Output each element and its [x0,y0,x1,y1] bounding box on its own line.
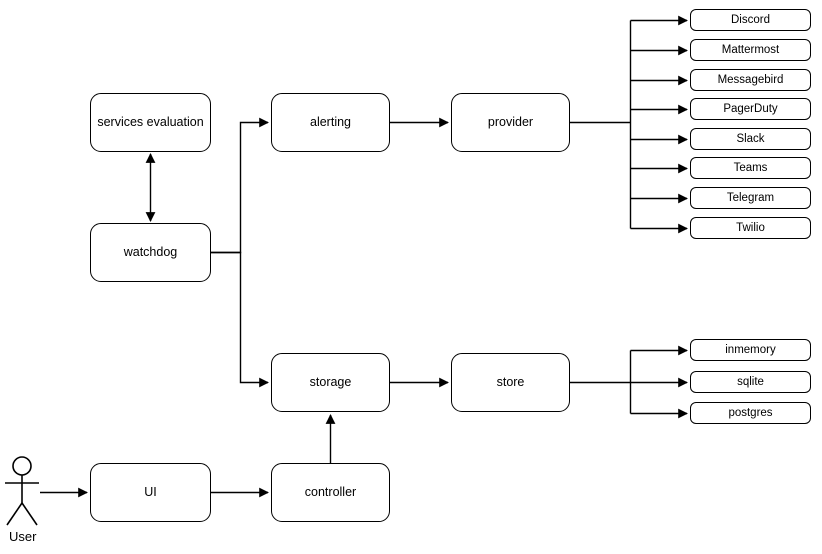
node-messagebird[interactable]: Messagebird [690,69,811,91]
node-label: controller [304,484,357,499]
node-label: PagerDuty [723,102,778,115]
node-store[interactable]: store [451,353,570,412]
node-telegram[interactable]: Telegram [690,187,811,209]
node-postgres[interactable]: postgres [690,402,811,424]
node-label: watchdog [123,244,178,259]
node-alerting[interactable]: alerting [271,93,390,152]
node-controller[interactable]: controller [271,463,390,522]
user-actor-label: User [9,529,37,544]
node-label: Slack [736,132,765,145]
node-label: Teams [733,161,768,174]
node-inmemory[interactable]: inmemory [690,339,811,361]
node-label: alerting [310,114,351,129]
edge-provider-trunk [570,20,632,229]
edge-watchdog-alerting [211,117,269,254]
node-label: Telegram [726,191,775,204]
node-label: services evaluation [97,114,204,129]
node-label: postgres [728,406,773,419]
node-mattermost[interactable]: Mattermost [690,39,811,61]
node-label: Mattermost [721,43,780,56]
edge-store-trunk [570,350,632,414]
node-storage[interactable]: storage [271,353,390,412]
node-label: store [496,374,525,389]
node-ui[interactable]: UI [90,463,211,522]
node-label: inmemory [725,343,776,356]
edge-watchdog-storage [211,251,269,388]
node-label: sqlite [737,375,764,388]
node-label: UI [144,484,157,499]
node-teams[interactable]: Teams [690,157,811,179]
node-watchdog[interactable]: watchdog [90,223,211,282]
node-label: Discord [731,13,770,26]
node-services-evaluation[interactable]: services evaluation [90,93,211,152]
node-twilio[interactable]: Twilio [690,217,811,239]
user-actor-icon [5,456,39,526]
node-label: Messagebird [717,73,784,86]
node-pagerduty[interactable]: PagerDuty [690,98,811,120]
node-label: storage [309,374,352,389]
node-discord[interactable]: Discord [690,9,811,31]
node-sqlite[interactable]: sqlite [690,371,811,393]
node-slack[interactable]: Slack [690,128,811,150]
node-provider[interactable]: provider [451,93,570,152]
node-label: provider [487,114,534,129]
node-label: Twilio [736,221,765,234]
